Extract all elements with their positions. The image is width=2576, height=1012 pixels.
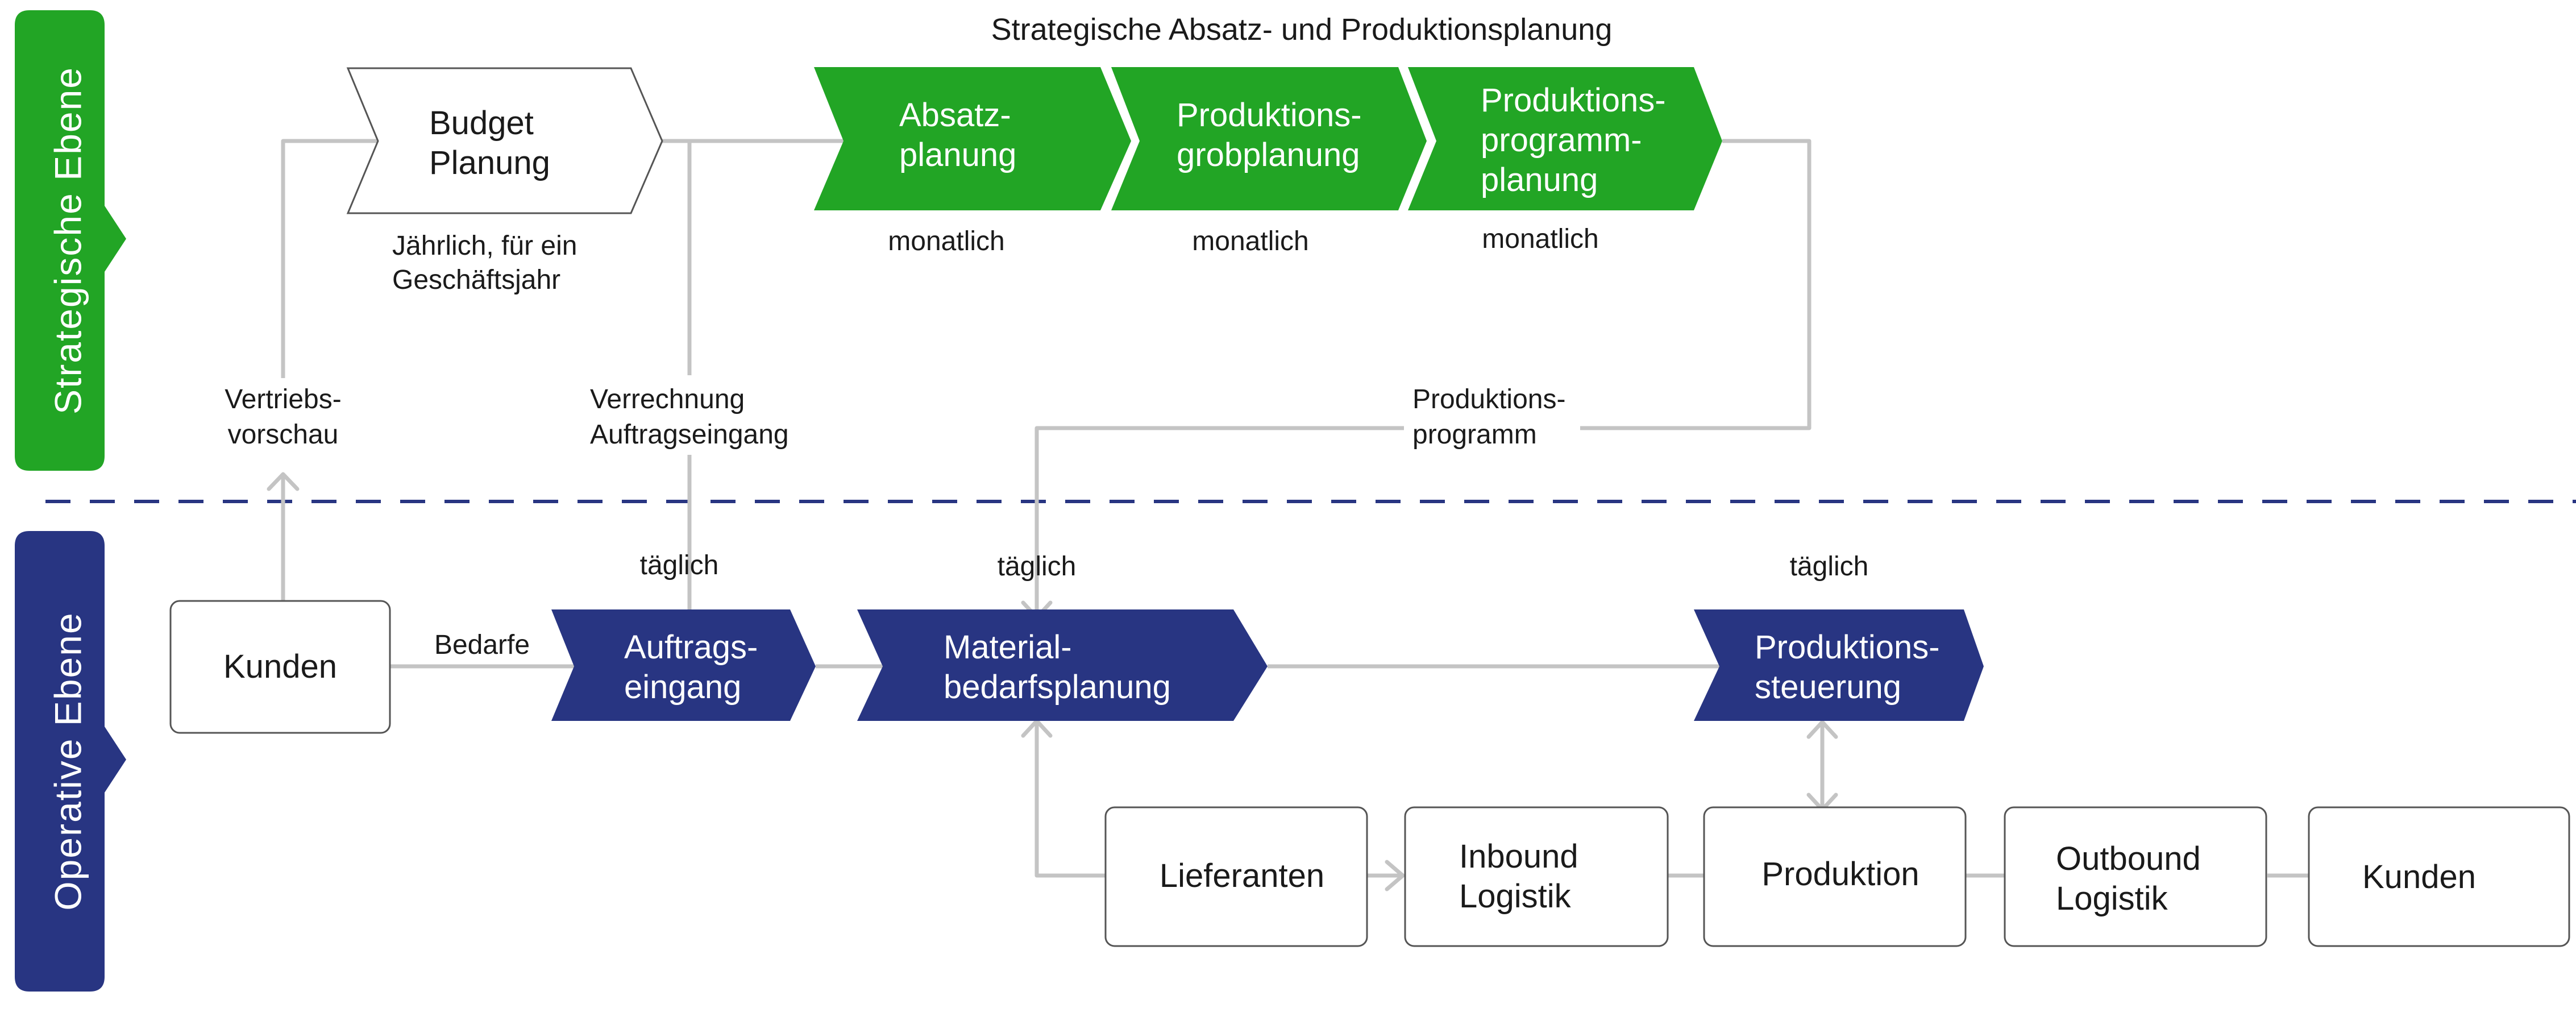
outbound-line2: Logistik [2056,880,2168,917]
arrowhead [267,472,300,491]
connector-material-lieferanten [1034,722,1135,878]
connector-programm-right [1580,139,1811,430]
budget-line2: Planung [429,144,550,181]
budget-planung-shape: Budget Planung [346,67,663,214]
absatzplanung-shape: Absatz- planung [814,67,1131,210]
connector-vertrieb-budget [281,139,392,378]
lieferanten-label: Lieferanten [1160,857,1324,894]
budget-note-line2: Geschäftsjahr [392,265,560,295]
produktionssteuerung-shape: Produktions- steuerung [1694,609,1984,721]
produktionsgrobplanung-shape: Produktions- grobplanung [1111,67,1427,210]
inbound-line1: Inbound [1459,838,1578,875]
budget-note-line1: Jährlich, für ein [392,231,577,261]
outbound-line1: Outbound [2056,840,2201,877]
programm-line1: Produktions- [1481,82,1666,119]
kunden-left-label: Kunden [223,648,337,685]
programm-line2: programm- [1481,122,1642,159]
produktion-label: Produktion [1761,856,1919,893]
bedarfe-label: Bedarfe [434,630,530,660]
kunden-box-left: Kunden [169,600,391,734]
produktion-box: Produktion [1703,806,1967,947]
produktionsprogramm-label-line2: programm [1412,420,1537,450]
auftrag-line2: eingang [624,669,741,706]
outbound-logistik-box: Outbound Logistik [2004,806,2267,947]
operative-level-banner: Operative Ebene [15,531,126,992]
absatz-line1: Absatz- [899,97,1011,134]
inbound-logistik-box: Inbound Logistik [1404,806,1669,947]
programm-frequency: monatlich [1482,224,1598,254]
absatz-line2: planung [899,136,1016,173]
materialbedarfsplanung-shape: Material- bedarfsplanung [857,609,1268,721]
auftragseingang-shape: Auftrags- eingang [551,609,816,721]
budget-line1: Budget [429,105,534,142]
taeglich-label-material: täglich [998,551,1077,582]
strategic-level-label: Strategische Ebene [47,67,89,414]
material-line2: bedarfsplanung [944,669,1171,706]
arrowhead [1385,860,1405,891]
auftrag-line1: Auftrags- [624,629,758,666]
kunden-right-label: Kunden [2362,858,2476,895]
vertriebs-label-line2: vorschau [228,420,339,450]
verrechnung-label-line2: Auftragseingang [590,420,789,450]
taeglich-label-auftrag: täglich [640,550,719,580]
produktionsprogramm-label-line1: Produktions- [1412,384,1565,414]
programm-line3: planung [1481,161,1598,198]
produktionsprogrammplanung-shape: Produktions- programm- planung [1408,67,1722,210]
grob-line2: grobplanung [1177,136,1360,173]
arrowhead [1806,720,1838,739]
verrechnung-label-line1: Verrechnung [590,384,745,414]
absatz-frequency: monatlich [888,226,1004,256]
grob-frequency: monatlich [1192,226,1308,256]
strategic-level-banner: Strategische Ebene [15,10,126,471]
operative-level-label: Operative Ebene [47,612,89,910]
grob-line1: Produktions- [1177,97,1362,134]
diagram-title: Strategische Absatz- und Produktionsplan… [991,13,1613,47]
kunden-box-right: Kunden [2308,806,2570,947]
connector-programm-left [1034,426,1404,616]
taeglich-label-steuerung: täglich [1790,551,1869,582]
vertriebs-label-line1: Vertriebs- [225,384,341,414]
inbound-line2: Logistik [1459,878,1572,915]
material-line1: Material- [944,629,1072,666]
lieferanten-box: Lieferanten [1104,806,1368,947]
steuerung-line2: steuerung [1755,669,1901,706]
steuerung-line1: Produktions- [1755,629,1940,666]
